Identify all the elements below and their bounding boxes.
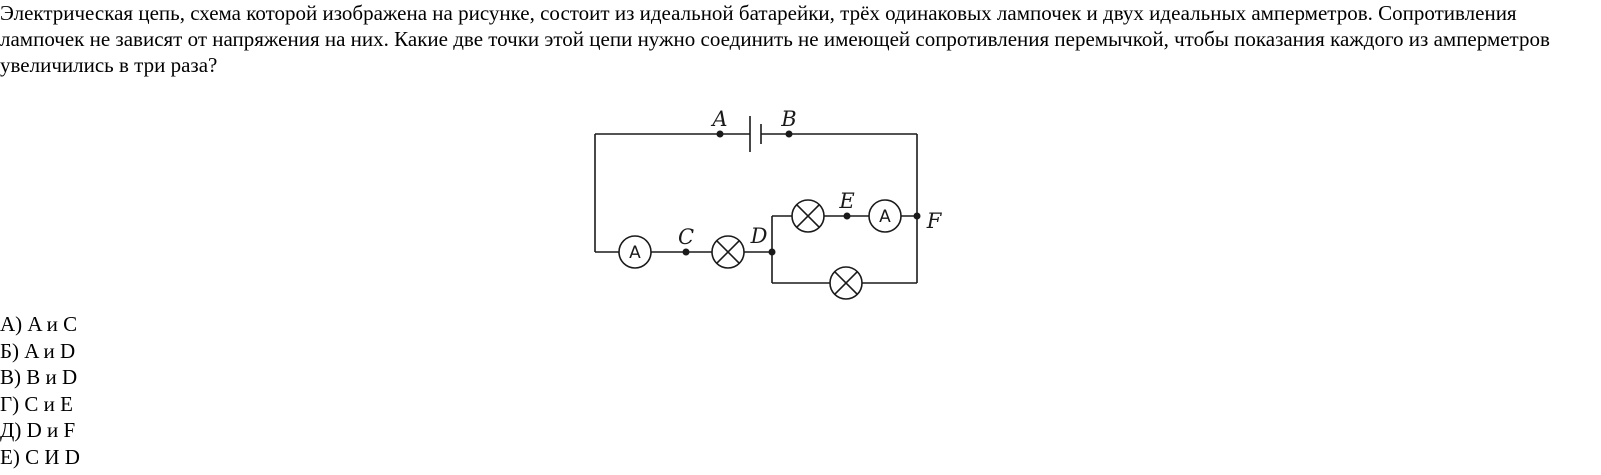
ammeter-2: A <box>868 199 902 233</box>
ammeter-1-symbol: A <box>629 243 641 263</box>
lamp-3-icon <box>829 266 863 300</box>
answer-option[interactable]: Е) C И D <box>0 444 80 469</box>
ammeter-2-symbol: A <box>879 207 891 227</box>
node-e-dot <box>843 212 851 220</box>
label-a: A <box>710 107 727 131</box>
answer-option[interactable]: В) B и D <box>0 365 78 389</box>
ammeter-1: A <box>618 235 652 269</box>
node-c-dot <box>682 248 690 256</box>
label-e: E <box>838 189 854 213</box>
answer-option[interactable]: А) A и C <box>0 312 78 336</box>
label-b: B <box>780 107 796 131</box>
answer-option[interactable]: Г) C и E <box>0 391 73 416</box>
question-text: Электрическая цепь, схема которой изобра… <box>0 1 1550 77</box>
answer-option[interactable]: Б) A и D <box>0 338 76 363</box>
node-b-dot <box>785 130 793 138</box>
label-d: D <box>750 224 768 248</box>
answer-option[interactable]: Д) D и F <box>0 418 76 442</box>
lamp-2-icon <box>791 199 825 233</box>
node-a-dot <box>716 130 724 138</box>
node-f-dot <box>913 212 921 220</box>
lamp-1-icon <box>711 235 745 269</box>
node-d-dot <box>768 248 776 256</box>
circuit-diagram: A A A B C D E F <box>594 107 943 300</box>
answer-options: А) A и C Б) A и D В) B и D Г) C и E Д) D… <box>0 311 80 470</box>
label-f: F <box>926 209 943 233</box>
label-c: C <box>678 225 694 249</box>
